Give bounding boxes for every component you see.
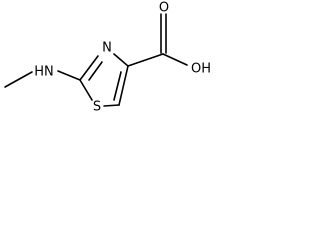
bond-s1-c2 (79, 79, 93, 101)
chemical-structure-diagram: HN N S O OH (4, 1, 211, 115)
bond-c4-carboxyl (127, 53, 164, 67)
bond-c2-n3-outer (79, 55, 99, 81)
bond-c5-s1 (103, 104, 120, 107)
bond-c2-n3-inner (88, 61, 103, 81)
atom-label-amine: HN (34, 65, 54, 80)
atom-label-ring-nitrogen: N (102, 41, 112, 56)
bond-c-oh (162, 53, 188, 66)
atom-label-ring-sulfur: S (93, 100, 101, 115)
atom-label-carbonyl-oxygen: O (159, 1, 169, 16)
bond-c4-c5-outer (118, 65, 129, 106)
atom-label-hydroxyl: OH (191, 62, 211, 77)
bond-nh-c2 (57, 70, 81, 81)
bond-methyl-nh (4, 71, 33, 88)
bond-n3-c4 (113, 53, 129, 67)
bond-c4-c5-inner (113, 71, 122, 101)
